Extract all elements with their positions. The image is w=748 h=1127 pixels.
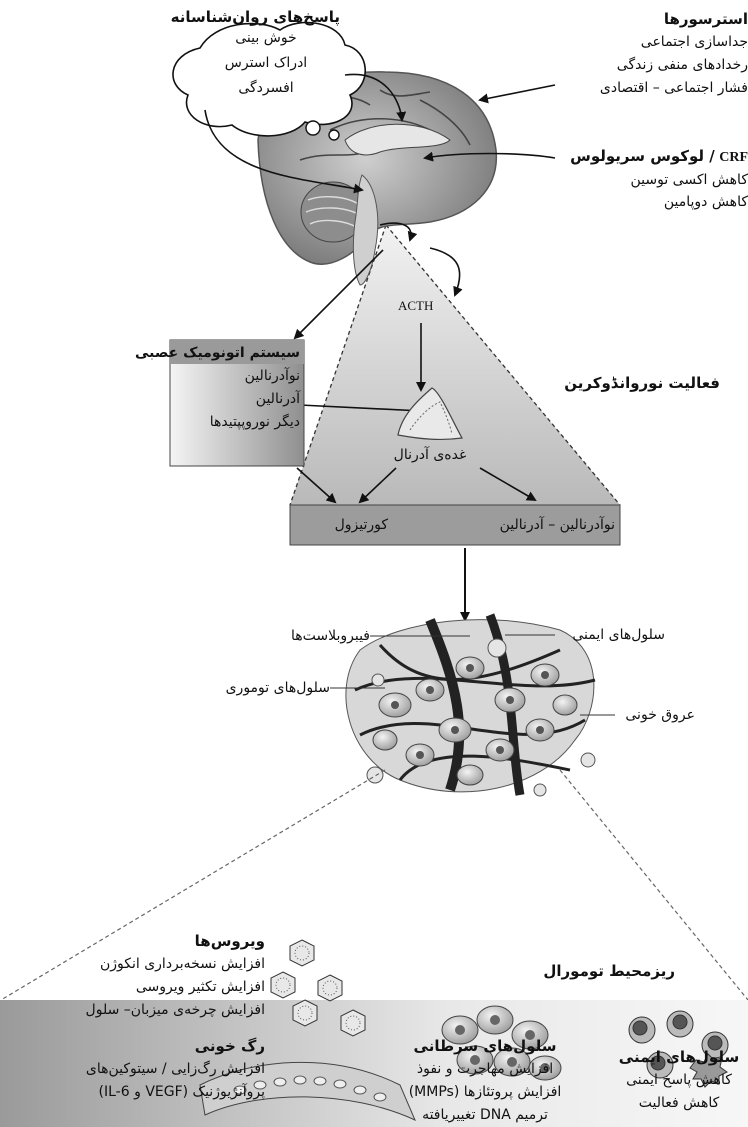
stressor-line: جداسازی اجتماعی: [548, 31, 748, 54]
cancer-line: افزایش پروتئازها (MMPs): [380, 1081, 590, 1104]
microenvironment-title: ریزمحیط تومورال: [525, 960, 675, 982]
cortisol-label: کورتیزول: [298, 514, 388, 536]
psych-line: ادراک استرس: [196, 51, 336, 76]
immune-line: کاهش فعالیت: [612, 1092, 746, 1115]
cancer-line: افزایش مهاجرت و نفوذ: [380, 1058, 590, 1081]
cancer-title: سلول‌های سرطانی: [380, 1035, 590, 1058]
stressors-block: استرسورها جداسازی اجتماعی رخدادهای منفی …: [548, 8, 748, 100]
cancer-block: سلول‌های سرطانی افزایش مهاجرت و نفوذ افز…: [380, 1035, 590, 1127]
locus-line: کاهش اکسی توسین: [555, 169, 748, 191]
autonomic-line: نوآدرنالین: [170, 365, 300, 388]
adrenal-label: غده‌ی آدرنال: [385, 444, 475, 466]
psych-title: پاسخ‌های روان‌شناسانه: [140, 6, 340, 28]
vessel-line: پروآنژیوژنیک (VEGF و IL-6): [5, 1081, 265, 1104]
autonomic-block: سیستم اتونومیک عصبی نوآدرنالین آدرنالین …: [170, 342, 300, 434]
vessel-title: رگ خونی: [5, 1035, 265, 1058]
neuroendocrine-label: فعالیت نوروانڈوکرین: [520, 372, 720, 394]
viruses-block: ویروس‌ها افزایش نسخه‌برداری انکوژن افزای…: [5, 930, 265, 1022]
virus-line: افزایش چرخه‌ی میزبان– سلول: [5, 999, 265, 1022]
viruses-title: ویروس‌ها: [5, 930, 265, 953]
vessel-block: رگ خونی افزایش رگ‌زایی / سیتوکین‌های پرو…: [5, 1035, 265, 1104]
psych-line: افسردگی: [196, 76, 336, 101]
immune-line: کاهش پاسخ ایمنی: [612, 1069, 746, 1092]
crf-label: CRF: [719, 150, 748, 165]
immune-cells-label: سلول‌های ایمنی: [555, 624, 665, 646]
vessel-line: افزایش رگ‌زایی / سیتوکین‌های: [5, 1058, 265, 1081]
autonomic-line: آدرنالین: [170, 388, 300, 411]
autonomic-line: دیگر نوروپپتیدها: [170, 411, 300, 434]
psych-line: خوش بینی: [196, 26, 336, 51]
catecholamine-label: نوآدرنالین – آدرنالین: [440, 514, 615, 536]
psych-list: خوش بینی ادراک استرس افسردگی: [196, 26, 336, 101]
cancer-line: ترمیم DNA تغییریافته: [380, 1104, 590, 1127]
stressor-line: رخدادهای منفی زندگی: [548, 54, 748, 77]
fibroblast-label: فیبروبلاست‌ها: [245, 625, 370, 647]
stressor-line: فشار اجتماعی – اقتصادی: [548, 77, 748, 100]
immune-block: سلول‌های ایمنی کاهش پاسخ ایمنی کاهش فعال…: [612, 1046, 746, 1115]
virus-line: افزایش نسخه‌برداری انکوژن: [5, 953, 265, 976]
autonomic-title: سیستم اتونومیک عصبی: [170, 342, 300, 365]
blood-vessels-label: عروق خونی: [615, 704, 695, 726]
acth-label: ACTH: [398, 298, 433, 314]
tumor-cells-label: سلول‌های توموری: [200, 677, 330, 699]
locus-block: CRF / لوکوس سریولوس کاهش اکسی توسین کاهش…: [555, 145, 748, 213]
stressors-title: استرسورها: [548, 8, 748, 31]
locus-title: / لوکوس سریولوس: [570, 147, 715, 165]
virus-line: افزایش تکثیر ویروسی: [5, 976, 265, 999]
locus-line: کاهش دوپامین: [555, 191, 748, 213]
immune-title: سلول‌های ایمنی: [612, 1046, 746, 1069]
